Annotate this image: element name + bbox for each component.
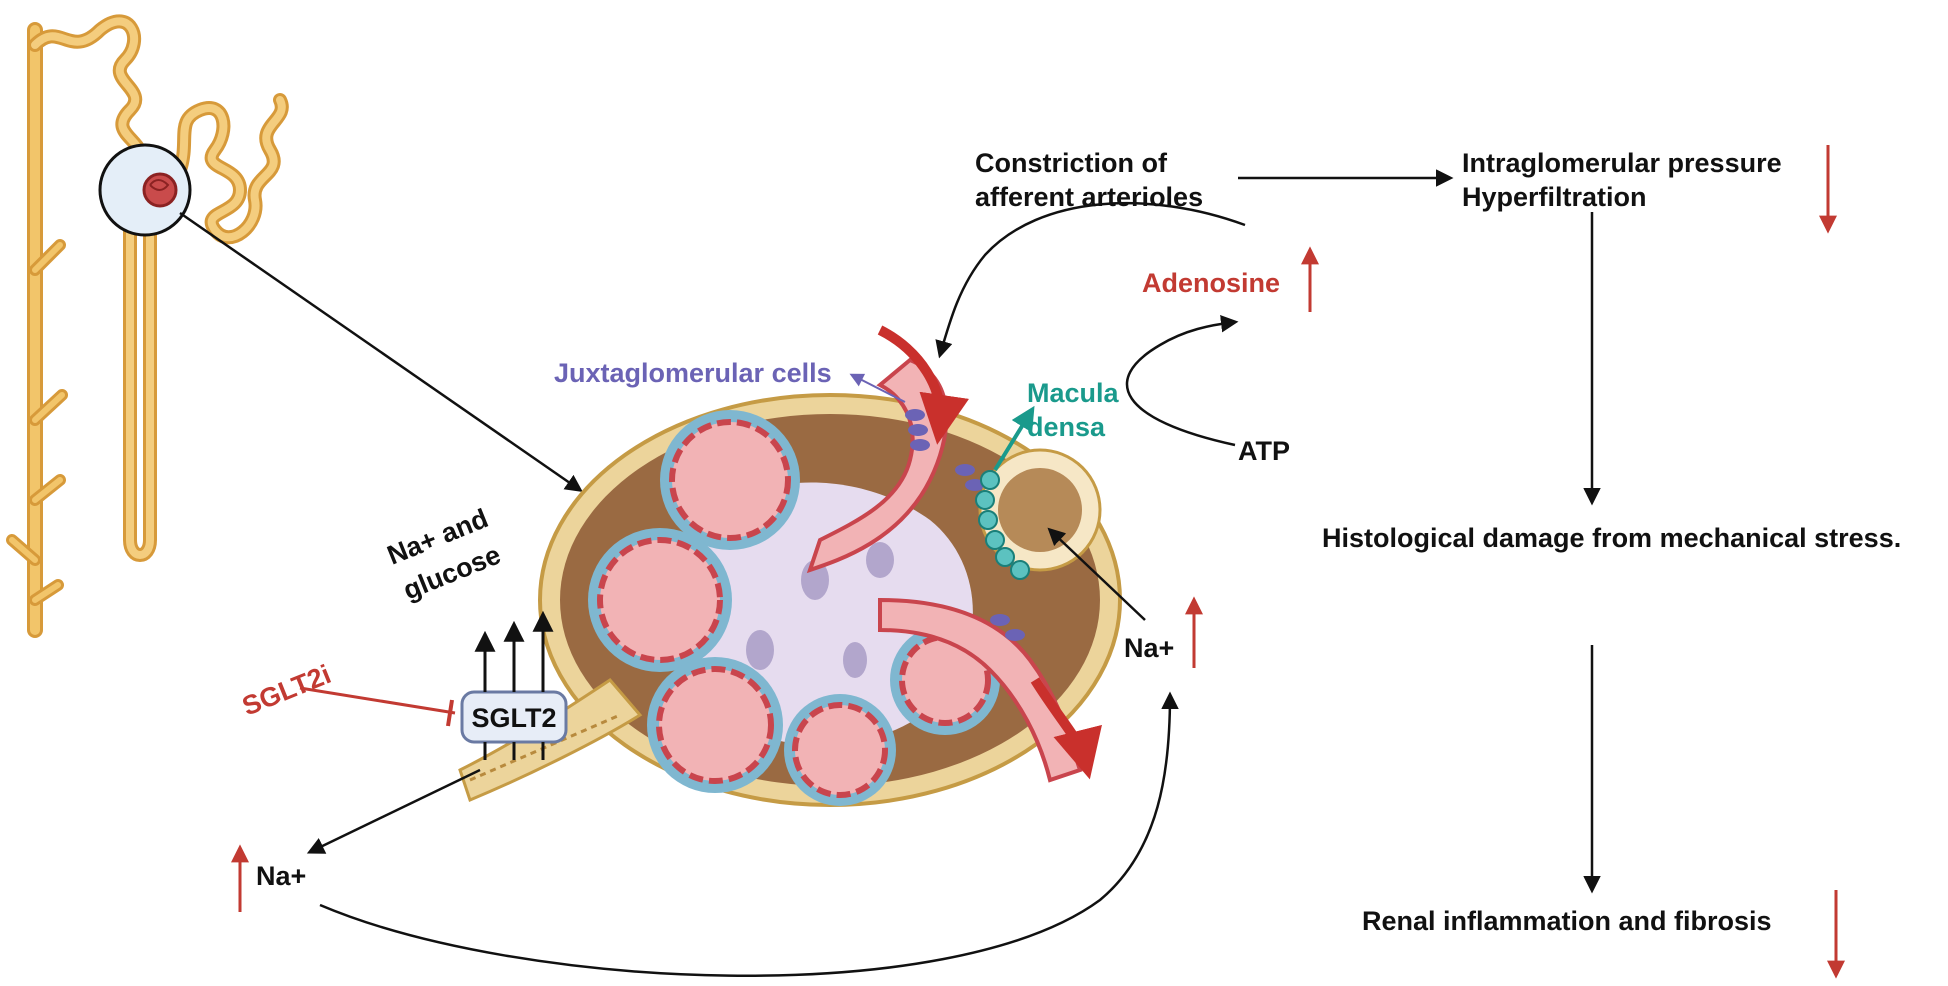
na-delivery-curve — [319, 691, 1179, 977]
sglt2i-label: SGLT2i — [238, 659, 335, 721]
macula-densa-label-line2: densa — [1027, 412, 1106, 442]
glomerulus-illustration — [458, 325, 1122, 807]
pressure-label-line1: Intraglomerular pressure — [1462, 148, 1782, 178]
juxtaglomerular-pointer — [849, 373, 906, 403]
adenosine-label: Adenosine — [1142, 268, 1280, 298]
capillary-loops — [588, 410, 1000, 806]
adenosine-to-afferent-arrow — [935, 201, 1246, 359]
renal-tubule — [28, 14, 289, 562]
na-left-label: Na+ — [256, 861, 306, 891]
sglt2-label: SGLT2 — [471, 703, 556, 733]
macula-densa-pointer — [993, 405, 1035, 472]
efferent-flow-arrow — [1030, 677, 1102, 780]
na-to-macula-arrow — [1047, 527, 1146, 621]
inhibition-bar-icon — [446, 699, 454, 727]
atp-label: ATP — [1238, 436, 1290, 466]
sglt2-transporter: SGLT2 — [460, 610, 568, 760]
constriction-label-line1: Constriction of — [975, 148, 1168, 178]
afferent-flow-arrow — [877, 325, 969, 445]
sglt2i-inhibition-line — [299, 686, 456, 715]
nephron-illustration — [6, 14, 289, 638]
histological-damage-label: Histological damage from mechanical stre… — [1322, 523, 1901, 553]
constriction-label-line2: afferent arterioles — [975, 182, 1203, 212]
na-efflux-arrow — [306, 768, 481, 854]
na-right-label: Na+ — [1124, 633, 1174, 663]
inflammation-label: Renal inflammation and fibrosis — [1362, 906, 1772, 936]
atp-to-adenosine-arrow — [1125, 314, 1239, 447]
macula-densa-cells — [975, 470, 1030, 580]
juxtaglomerular-label: Juxtaglomerular cells — [554, 358, 832, 388]
pressure-label-line2: Hyperfiltration — [1462, 182, 1647, 212]
macula-densa-label-line1: Macula — [1027, 378, 1120, 408]
zoom-arrow — [179, 211, 583, 492]
